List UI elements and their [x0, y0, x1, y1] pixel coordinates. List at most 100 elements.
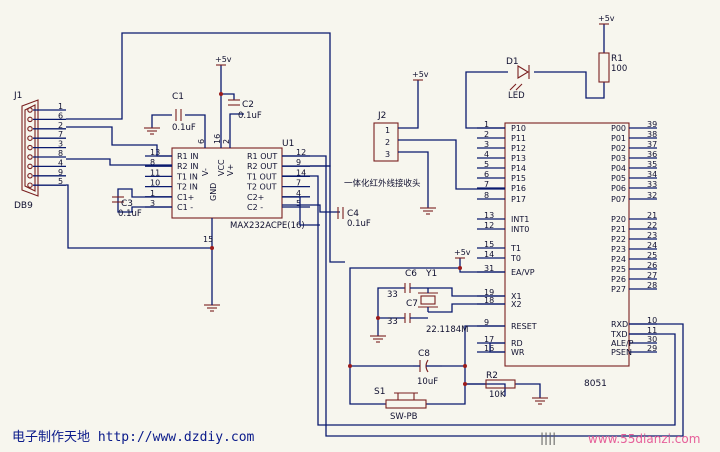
j1-type: DB9	[14, 201, 33, 211]
mcu-right-pin-number: 32	[647, 191, 657, 200]
j2-pin-3: 3	[385, 150, 390, 159]
mcu-left-pin-name: INT1	[511, 215, 529, 224]
mcu-right-pin-name: P03	[611, 154, 626, 163]
u1-left-pin-name: T1 IN	[176, 172, 198, 181]
mcu-right-pin-name: P25	[611, 265, 626, 274]
wire-j2-out	[398, 139, 505, 190]
u1-right-pin-number: 5	[296, 199, 301, 208]
j1-pin-number: 5	[58, 177, 63, 186]
u1-right-pin-name: R2 OUT	[247, 162, 277, 171]
wire-c4-a	[282, 204, 340, 213]
mcu-left-pin-number: 31	[484, 264, 494, 273]
c3-ref: C3	[121, 199, 133, 209]
y1-value: 22.1184M	[426, 325, 468, 335]
c1-ref: C1	[172, 92, 184, 102]
u1-right-pin-name: C2+	[247, 193, 264, 202]
cap-c7: C7 33	[387, 299, 428, 327]
mcu-left-pin-name: P15	[511, 174, 526, 183]
mcu-left-pin-number: 16	[484, 344, 494, 353]
c6-ref: C6	[405, 269, 417, 279]
mcu-left-pin-number: 9	[484, 318, 489, 327]
mcu-right-pin-name: ALE/P	[611, 339, 634, 348]
y1-ref: Y1	[425, 269, 437, 279]
j1-ref: J1	[13, 91, 22, 101]
r2-value: 10K	[489, 390, 506, 400]
mcu-left-pin-name: EA/VP	[511, 268, 535, 277]
c1-value: 0.1uF	[172, 123, 196, 133]
crystal-y1: Y1 22.1184M	[418, 269, 468, 335]
mcu-right-pin-number: 34	[647, 170, 657, 179]
mcu-left-pin-name: P16	[511, 184, 526, 193]
u1-right-pin-number: 12	[296, 148, 306, 157]
supply-symbols: +5v+5v+5v+5v	[215, 14, 615, 259]
j2-pin-1: 1	[385, 126, 390, 135]
mcu-right-pin-number: 22	[647, 221, 657, 230]
wire-sw-a	[349, 366, 386, 405]
u1-top-pin-number: 16	[213, 134, 222, 144]
wire-c8-a	[349, 267, 460, 367]
u1-left-pin-number: 10	[150, 179, 160, 188]
mcu-left-pin-number: 19	[484, 288, 494, 297]
mcu-right-pin-name: P00	[611, 124, 626, 133]
mcu-right-pin-number: 30	[647, 335, 657, 344]
mcu-right-pin-number: 26	[647, 261, 657, 270]
d1-ref: D1	[506, 57, 519, 67]
j2-body	[373, 122, 399, 162]
s1-value: SW-PB	[390, 412, 418, 422]
u1-left-pin-number: 1	[150, 189, 155, 198]
wire-c1-b	[151, 114, 172, 128]
j1-pin-dot	[27, 182, 33, 188]
mcu-left-pin-name: P10	[511, 124, 526, 133]
wire-c2	[229, 113, 244, 148]
c7-ref: C7	[406, 299, 418, 309]
mcu-right-pin-number: 39	[647, 120, 657, 129]
u1-gnd-num: 15	[203, 235, 213, 244]
mcu-left-pin-name: P13	[511, 154, 526, 163]
wire-j1-p8	[66, 158, 172, 166]
mcu-right-pin-name: P02	[611, 144, 626, 153]
mcu-left-pin-number: 5	[484, 160, 489, 169]
mcu-left-pin-name: X2	[511, 300, 522, 309]
mcu-left-pin-number: 3	[484, 140, 489, 149]
u1-ref: U1	[282, 139, 294, 149]
mcu-right-pin-name: P06	[611, 184, 626, 193]
u1-top-pin-name: V+	[226, 164, 235, 176]
j1-pin-dot	[27, 163, 33, 170]
u1-left-pin-number: 3	[150, 199, 155, 208]
j2-pin-2: 2	[385, 138, 390, 147]
c2-value: 0.1uF	[238, 111, 262, 121]
j1-pin-dot	[27, 135, 33, 141]
wire-j1-p3	[66, 126, 172, 157]
cap-c6: C6 33	[387, 269, 428, 300]
u1-right-pin-name: T2 OUT	[246, 183, 277, 192]
wire-led-a	[465, 71, 508, 129]
mcu-left-pin-name: INT0	[511, 225, 529, 234]
wire-j1-gnd	[66, 184, 212, 249]
mcu-left-pin-number: 7	[484, 180, 489, 189]
mcu-left-pin-number: 2	[484, 130, 489, 139]
db9-shell	[21, 99, 39, 197]
c8-ref: C8	[418, 349, 430, 359]
c3-value: 0.1uF	[118, 209, 142, 219]
mcu-left-pin-name: T0	[510, 254, 521, 263]
u1-left-pin-name: C1 -	[177, 203, 193, 212]
mcu-left-pin-name: RD	[511, 339, 523, 348]
u1-top-pin-number: 6	[197, 139, 206, 144]
mcu-left-pin-number: 13	[484, 211, 494, 220]
mcu-left-pin-name: P12	[511, 144, 526, 153]
watermark-text: www.55dianzi.com	[588, 432, 700, 446]
u1-left-pin-name: C1+	[177, 193, 194, 202]
mcu-left-pin-number: 8	[484, 191, 489, 200]
led-d1: D1 LED	[506, 57, 530, 101]
cap-c1: C1 0.1uF	[172, 92, 196, 133]
u1-part: MAX232ACPE(16)	[230, 221, 305, 231]
mcu-right-pin-number: 10	[647, 316, 657, 325]
u1-right-pin-number: 4	[296, 189, 301, 198]
mcu-right-pin-name: P07	[611, 195, 626, 204]
mcu-left-pin-number: 17	[484, 335, 494, 344]
u1-left-pin-number: 11	[150, 168, 160, 177]
u1-right-pin-name: R1 OUT	[247, 152, 277, 161]
j2-connector: J2 1 2 3 一体化红外线接收头	[344, 111, 421, 189]
